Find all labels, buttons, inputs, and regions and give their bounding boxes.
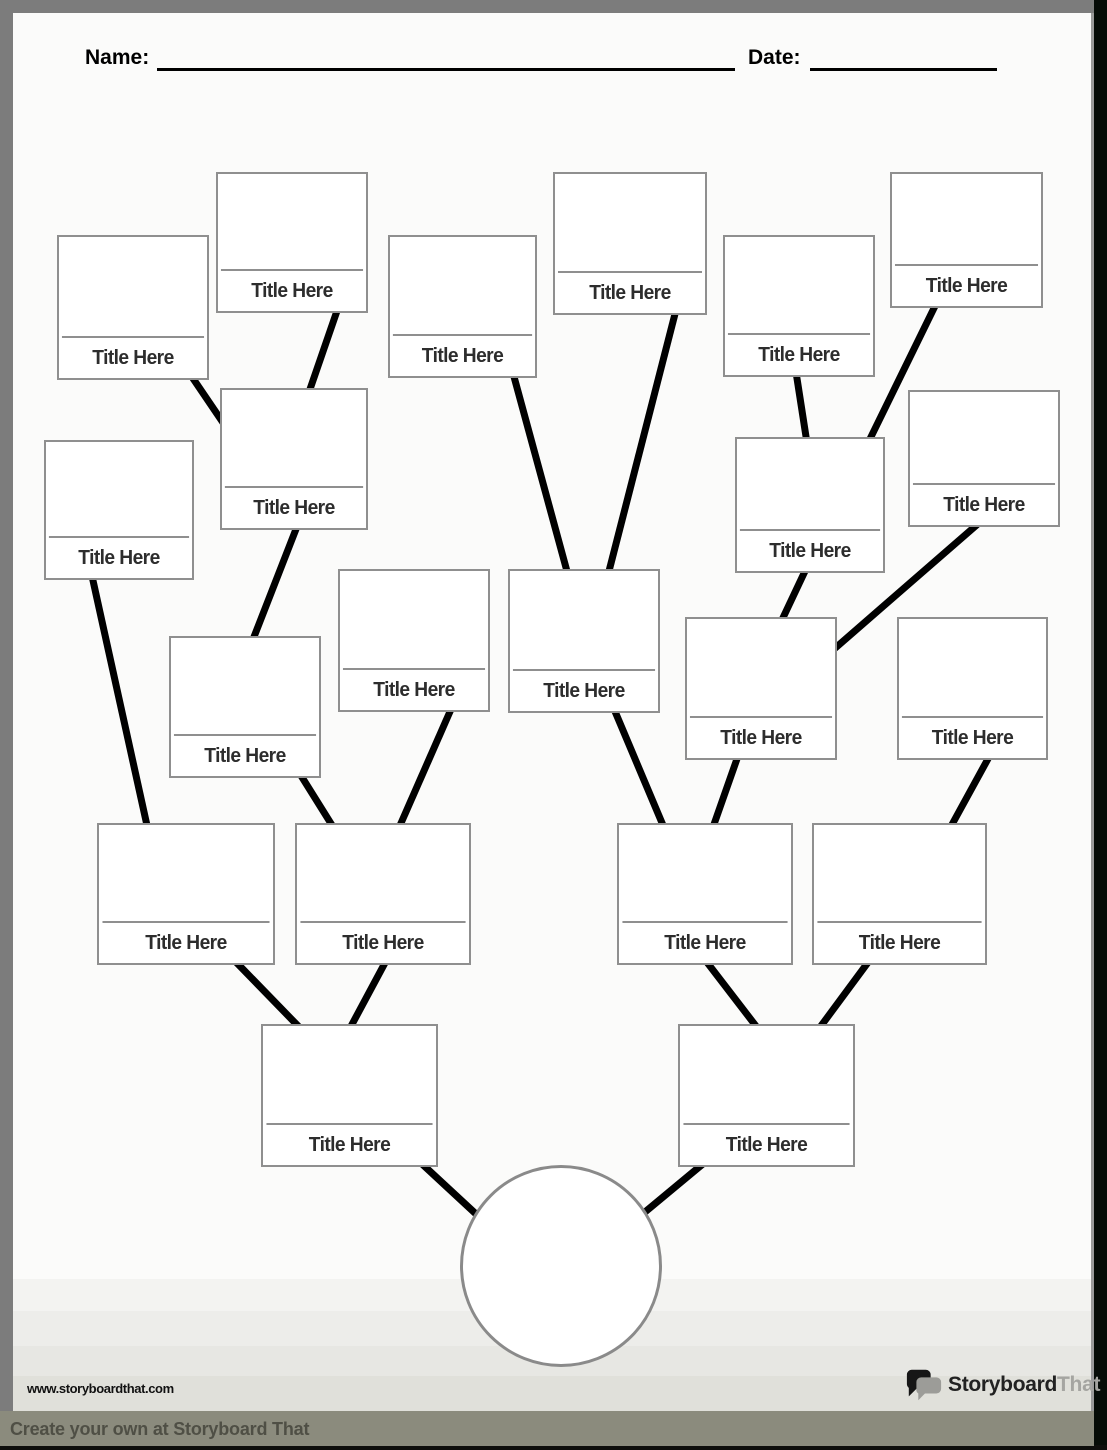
node-title: Title Here — [817, 921, 982, 963]
tree-node[interactable]: Title Here — [216, 172, 368, 313]
frame-right-hairline — [1091, 13, 1094, 1446]
tree-node[interactable]: Title Here — [908, 390, 1060, 527]
node-image-area — [814, 825, 985, 921]
date-fill-line — [810, 68, 997, 71]
node-title: Title Here — [102, 921, 270, 963]
node-image-area — [390, 237, 535, 334]
tree-node[interactable]: Title Here — [723, 235, 875, 377]
node-title: Title Here — [683, 1123, 850, 1165]
node-image-area — [725, 237, 873, 333]
tree-node[interactable]: Title Here — [44, 440, 194, 580]
node-title: Title Here — [912, 483, 1056, 525]
node-image-area — [737, 439, 883, 529]
node-image-area — [619, 825, 791, 921]
brand-text: StoryboardThat — [948, 1373, 1100, 1397]
storyboardthat-logo: StoryboardThat — [905, 1368, 1100, 1402]
node-image-area — [687, 619, 835, 716]
footer-tagline: Create your own at Storyboard That — [10, 1419, 310, 1439]
node-image-area — [263, 1026, 436, 1123]
tree-node[interactable]: Title Here — [678, 1024, 855, 1167]
brand-primary: Storyboard — [948, 1373, 1058, 1396]
tree-node[interactable]: Title Here — [890, 172, 1043, 308]
tree-node[interactable]: Title Here — [261, 1024, 438, 1167]
name-fill-line — [157, 68, 735, 71]
node-title: Title Here — [727, 333, 871, 375]
node-title: Title Here — [392, 334, 533, 376]
node-title: Title Here — [342, 668, 486, 710]
speech-bubbles-icon — [906, 1369, 942, 1401]
frame-top — [0, 0, 1094, 13]
node-image-area — [899, 619, 1046, 716]
node-title: Title Here — [266, 1123, 433, 1165]
tree-node[interactable]: Title Here — [295, 823, 471, 965]
node-title: Title Here — [512, 669, 656, 711]
node-title: Title Here — [558, 271, 702, 313]
brand-secondary: That — [1057, 1373, 1101, 1396]
tree-node[interactable]: Title Here — [508, 569, 660, 713]
node-image-area — [910, 392, 1058, 483]
node-title: Title Here — [173, 734, 317, 776]
frame-right-dark — [1094, 0, 1107, 1450]
node-image-area — [218, 174, 366, 269]
website-url: www.storyboardthat.com — [27, 1381, 174, 1396]
tree-node[interactable]: Title Here — [220, 388, 368, 530]
node-image-area — [59, 237, 207, 336]
node-title: Title Here — [300, 921, 466, 963]
node-title: Title Here — [220, 269, 364, 311]
footer-olive-band — [0, 1411, 1094, 1446]
tree-node[interactable]: Title Here — [897, 617, 1048, 760]
node-image-area — [99, 825, 273, 921]
tree-node[interactable]: Title Here — [97, 823, 275, 965]
node-title: Title Here — [689, 716, 833, 758]
node-title: Title Here — [61, 336, 205, 378]
node-title: Title Here — [739, 529, 881, 571]
node-title: Title Here — [894, 264, 1039, 306]
tree-node[interactable]: Title Here — [338, 569, 490, 712]
frame-bottom-dark — [0, 1445, 1107, 1450]
tree-node[interactable]: Title Here — [553, 172, 707, 315]
node-image-area — [555, 174, 705, 271]
node-image-area — [340, 571, 488, 668]
tree-node[interactable]: Title Here — [617, 823, 793, 965]
node-image-area — [510, 571, 658, 669]
node-image-area — [297, 825, 469, 921]
tree-node[interactable]: Title Here — [685, 617, 837, 760]
node-image-area — [892, 174, 1041, 264]
tree-node[interactable]: Title Here — [735, 437, 885, 573]
node-title: Title Here — [622, 921, 788, 963]
tree-node[interactable]: Title Here — [388, 235, 537, 378]
tree-node[interactable]: Title Here — [812, 823, 987, 965]
node-image-area — [46, 442, 192, 536]
tree-node[interactable]: Title Here — [169, 636, 321, 778]
node-image-area — [171, 638, 319, 734]
node-title: Title Here — [224, 486, 364, 528]
root-circle-node[interactable] — [460, 1165, 662, 1367]
frame-left — [0, 13, 13, 1411]
name-label: Name: — [85, 46, 150, 69]
node-image-area — [680, 1026, 853, 1123]
node-title: Title Here — [48, 536, 190, 578]
date-label: Date: — [748, 46, 801, 69]
tree-node[interactable]: Title Here — [57, 235, 209, 380]
node-image-area — [222, 390, 366, 486]
node-title: Title Here — [901, 716, 1044, 758]
